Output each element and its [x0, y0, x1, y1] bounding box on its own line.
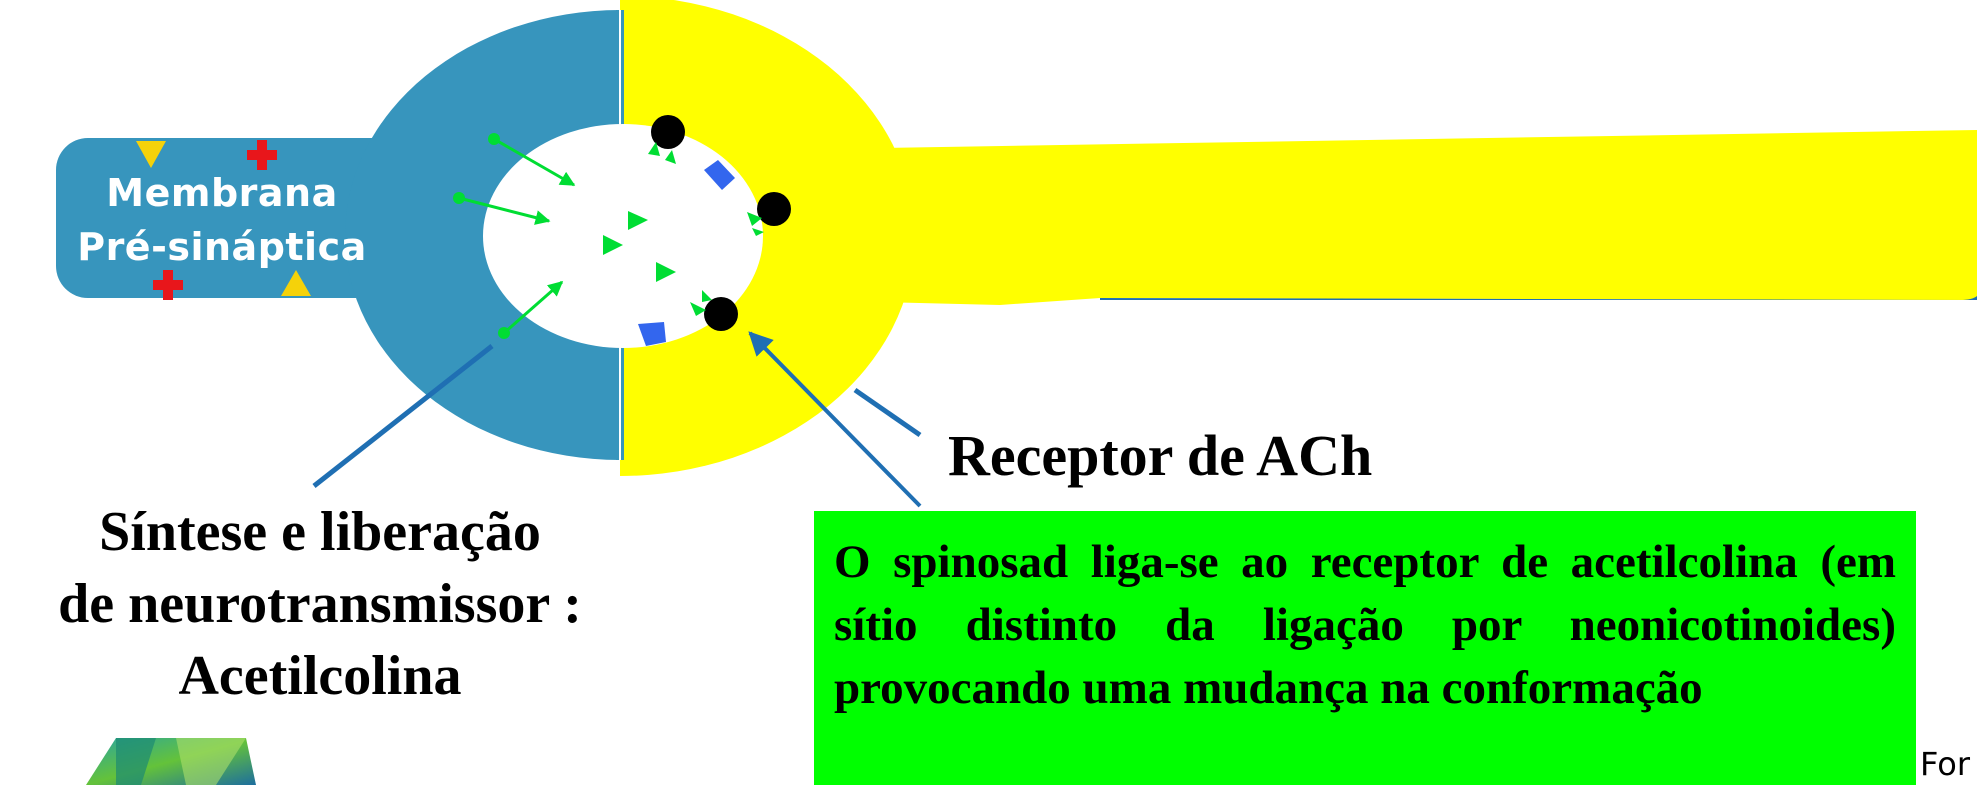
- red-cross-icon: [247, 140, 277, 170]
- spinosad-molecule: [638, 322, 666, 346]
- yellow-triangle-icon: [136, 141, 166, 168]
- bound-ach: [747, 212, 762, 226]
- presynaptic-terminal: [345, 10, 620, 460]
- bound-ach: [690, 302, 706, 316]
- postsynaptic-dendrite: [880, 130, 1977, 305]
- ach-molecule: [628, 211, 648, 230]
- spinosad-pointer: [748, 331, 922, 508]
- yellow-triangle-icon: [281, 270, 311, 296]
- presynaptic-membrane: [56, 10, 620, 460]
- presynaptic-label-line2: Pré-sináptica: [77, 225, 367, 269]
- receptor: [651, 115, 685, 149]
- presynaptic-label-line1: Membrana: [106, 171, 338, 215]
- spinosad-annotation-text: O spinosad liga-se ao receptor de acetil…: [834, 536, 1896, 714]
- bound-ach: [702, 290, 712, 302]
- synthesis-line1: Síntese e liberação: [99, 501, 541, 563]
- source-credit: For: [1920, 745, 1970, 783]
- acetylcholine-molecules: [603, 211, 676, 282]
- dendrite-edge: [1100, 296, 1977, 300]
- synthesis-label: Síntese e liberação de neurotransmissor …: [0, 496, 640, 712]
- synthesis-line3: Acetilcolina: [178, 645, 462, 707]
- receptor: [704, 297, 738, 331]
- bound-ach: [665, 150, 676, 164]
- bound-ach: [648, 142, 660, 156]
- release-arrow: [503, 280, 564, 335]
- release-arrow: [458, 196, 551, 225]
- ach-receptors: [648, 115, 791, 331]
- spinosad-molecule: [704, 160, 735, 190]
- postsynaptic-membrane: [620, 0, 1977, 476]
- receptor-pointer: [853, 387, 922, 438]
- ach-molecule: [656, 262, 676, 282]
- ach-molecule: [603, 235, 623, 255]
- red-cross-icon: [153, 270, 183, 300]
- presynaptic-label: Membrana Pré-sináptica: [62, 166, 382, 274]
- postsynaptic-terminal: [620, 0, 915, 476]
- logo-icon: [86, 738, 256, 785]
- neurotransmitter-release: [453, 133, 576, 339]
- bound-ach: [752, 228, 764, 236]
- receptor: [757, 192, 791, 226]
- synthesis-pointer: [312, 344, 494, 488]
- spinosad-annotation-box: O spinosad liga-se ao receptor de acetil…: [814, 511, 1916, 785]
- release-arrow: [493, 137, 576, 187]
- synthesis-line2: de neurotransmissor :: [58, 573, 582, 635]
- receptor-label: Receptor de ACh: [948, 423, 1373, 488]
